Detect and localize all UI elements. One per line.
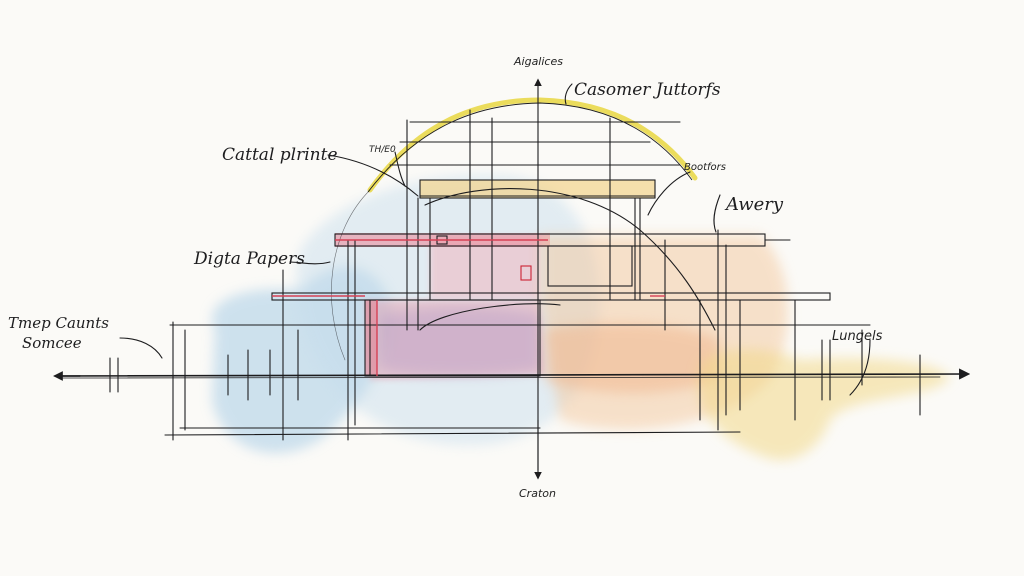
leader-right-lower	[849, 339, 871, 396]
small-window	[520, 265, 532, 281]
circle-outline	[331, 189, 371, 361]
label-top-axis: Aigalices	[513, 55, 563, 68]
roof-beam-outline	[419, 179, 656, 199]
arc-outline	[367, 102, 693, 193]
window	[547, 245, 633, 287]
labels: Aigalices Casomer Juttorfs Cattal plrint…	[8, 55, 883, 500]
label-right-lower: Lungels	[832, 329, 883, 344]
label-left-mid: Digta Papers	[193, 249, 305, 269]
yellow-wash-right	[698, 349, 950, 461]
peach-wash-lower	[545, 323, 720, 394]
leader-left-lower	[119, 337, 163, 359]
leader-left-mid	[289, 261, 331, 265]
leader-small-upper	[394, 151, 406, 187]
label-small-right: Bootfors	[684, 162, 726, 173]
purple-wash	[380, 307, 540, 376]
leader-right-upper	[713, 194, 721, 233]
label-top-right: Casomer Juttorfs	[574, 80, 721, 100]
horizontal-axis-double	[59, 376, 941, 379]
inner-curve	[419, 303, 561, 331]
label-right-upper: Awery	[724, 194, 784, 215]
label-bottom-axis: Craton	[519, 487, 556, 500]
leader-small-right	[647, 171, 691, 216]
yellow-arc	[367, 97, 698, 193]
lower-room	[364, 299, 541, 377]
inner-curve	[424, 188, 716, 331]
horizontal-axis	[59, 368, 971, 380]
label-left-lower-2: Somcee	[22, 334, 82, 352]
guide-line	[164, 431, 741, 436]
label-left-lower-1: Tmep Caunts	[8, 314, 109, 332]
watercolor-washes	[212, 174, 950, 461]
red-accents	[272, 239, 665, 376]
leader-left-upper	[327, 154, 419, 197]
leader-top-right	[564, 83, 573, 105]
label-small-upper: TH/E0	[369, 145, 396, 155]
label-left-upper: Cattal plrinte	[222, 145, 338, 165]
pink-post-left	[365, 300, 377, 375]
